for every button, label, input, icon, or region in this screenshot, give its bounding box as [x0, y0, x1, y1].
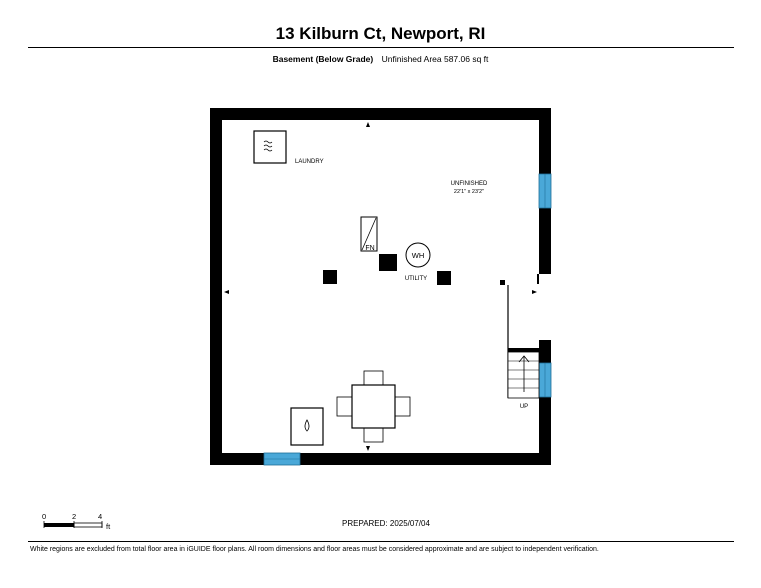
sump-pit-icon [290, 407, 324, 446]
column [379, 254, 397, 271]
stairs [507, 285, 540, 399]
scale-bar: 0 2 4 ft [42, 512, 111, 531]
plan-title: 13 Kilburn Ct, Newport, RI [275, 24, 486, 43]
column [500, 280, 505, 285]
wall-left [210, 108, 222, 465]
wall-right-lower [539, 340, 551, 465]
footer-divider [28, 541, 734, 542]
water-heater-icon [405, 242, 431, 268]
floor-area-label: Unfinished Area 587.06 sq ft [381, 54, 489, 64]
support-columns [323, 254, 505, 285]
windows [263, 173, 552, 466]
prepared-date: PREPARED: 2025/07/04 [342, 519, 430, 528]
disclaimer-text: White regions are excluded from total fl… [30, 546, 599, 553]
furnace-icon [360, 216, 378, 252]
header-divider [28, 47, 734, 48]
furnace-label: FN [365, 245, 374, 252]
room-dimensions: 22'1" x 23'2" [454, 189, 484, 195]
room-label-laundry: LAUNDRY [295, 159, 324, 165]
wall-top [210, 108, 551, 120]
plan-subtitle: Basement (Below Grade) Unfinished Area 5… [0, 54, 761, 64]
dimension-arrows [224, 122, 537, 451]
stairs-label: UP [520, 404, 528, 410]
column [323, 270, 337, 284]
column [437, 271, 451, 285]
room-label-unfinished: UNFINISHED [451, 181, 488, 187]
washer-icon [253, 130, 287, 164]
room-label-utility: UTILITY [405, 276, 427, 282]
water-heater-label: WH [412, 251, 425, 260]
table-with-chairs [336, 370, 411, 443]
floor-level-label: Basement (Below Grade) [272, 54, 374, 64]
wall-bottom [210, 453, 551, 465]
